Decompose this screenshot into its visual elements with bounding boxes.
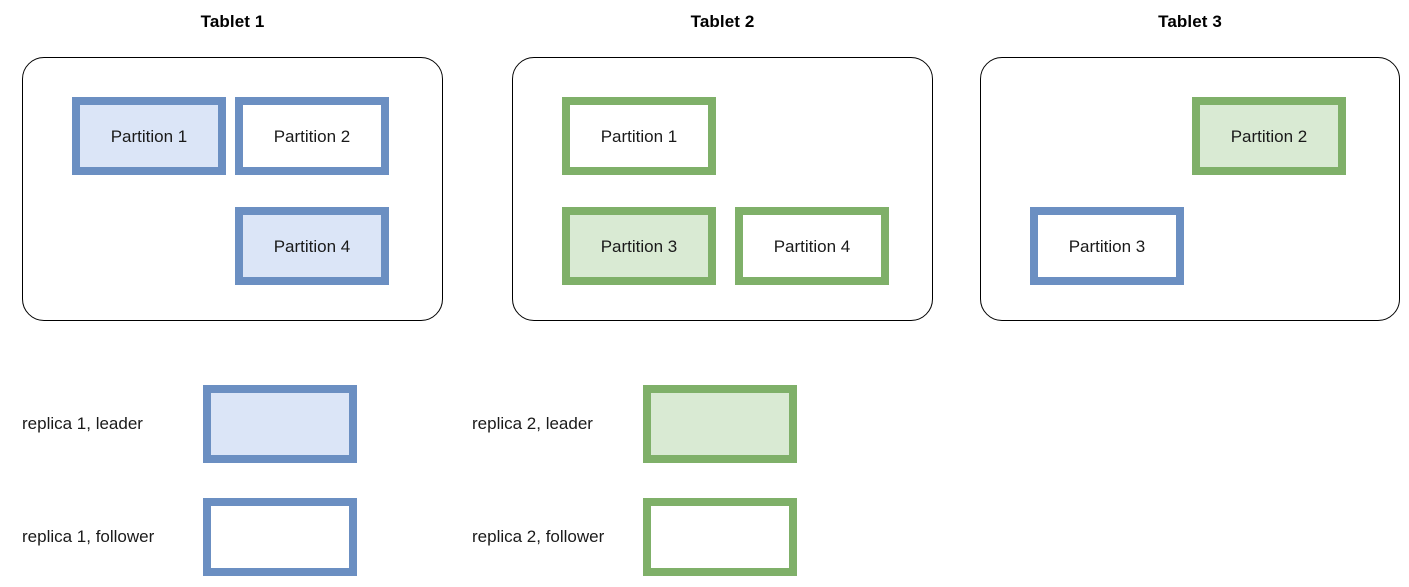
tablet-group-1: Tablet 1 Partition 1 Partition 2 Partiti… [22,12,443,321]
partition-box[interactable]: Partition 2 [1192,97,1346,175]
legend-label: replica 1, leader [22,414,143,433]
tablet-title: Tablet 1 [200,12,265,31]
tablet-title: Tablet 2 [690,12,755,31]
legend-item-replica2-leader: replica 2, leader [472,385,797,463]
partition-box[interactable]: Partition 4 [235,207,389,285]
legend-label: replica 1, follower [22,527,155,546]
tablet-group-3: Tablet 3 Partition 2 Partition 3 [980,12,1400,321]
legend-swatch [203,498,357,576]
partition-box[interactable]: Partition 4 [735,207,889,285]
partition-box[interactable]: Partition 3 [1030,207,1184,285]
partition-box[interactable]: Partition 1 [72,97,226,175]
partition-label: Partition 3 [1068,236,1146,256]
tablet-group-2: Tablet 2 Partition 1 Partition 3 Partiti… [512,12,933,321]
partition-box[interactable]: Partition 1 [562,97,716,175]
partition-box[interactable]: Partition 2 [235,97,389,175]
tablet-title: Tablet 3 [1158,12,1222,31]
legend-item-replica1-leader: replica 1, leader [22,385,357,463]
legend-swatch [643,385,797,463]
legend-label: replica 2, leader [472,414,593,433]
partition-label: Partition 2 [273,126,351,146]
legend-swatch [643,498,797,576]
partition-label: Partition 4 [773,236,851,256]
partition-label: Partition 3 [600,236,678,256]
legend-label: replica 2, follower [472,527,605,546]
legend-swatch [203,385,357,463]
partition-box[interactable]: Partition 3 [562,207,716,285]
legend-item-replica2-follower: replica 2, follower [472,498,797,576]
partition-label: Partition 4 [273,236,351,256]
legend-item-replica1-follower: replica 1, follower [22,498,357,576]
partition-label: Partition 1 [110,126,188,146]
partition-label: Partition 1 [600,126,678,146]
partition-label: Partition 2 [1230,126,1308,146]
